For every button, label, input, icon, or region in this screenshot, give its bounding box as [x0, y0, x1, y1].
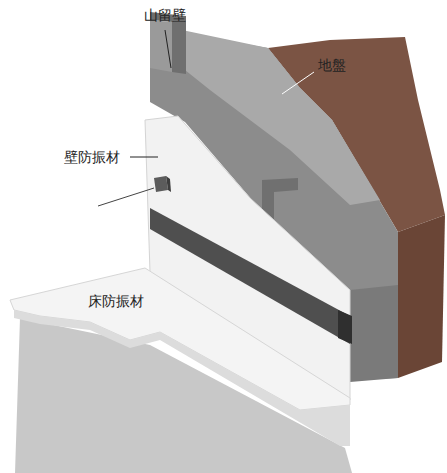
part-label: 地盤 — [316, 56, 348, 75]
leader-line — [165, 30, 171, 68]
part-label: 山留壁 — [142, 6, 188, 25]
part-label: 床防振材 — [86, 292, 146, 311]
sensor-cube — [166, 176, 171, 192]
h-beam — [150, 20, 172, 72]
floor-isolation-slab — [10, 268, 350, 410]
leader-line — [130, 157, 158, 158]
floor-slab-edge — [14, 310, 350, 446]
sensor-cube — [154, 176, 168, 192]
earth-face — [398, 215, 445, 378]
leader-line — [282, 72, 314, 94]
part-label: 壁防振材 — [62, 148, 122, 167]
retaining-wall-edge — [350, 285, 398, 382]
sensor-wire — [98, 188, 154, 206]
wall-band-end — [338, 310, 352, 344]
